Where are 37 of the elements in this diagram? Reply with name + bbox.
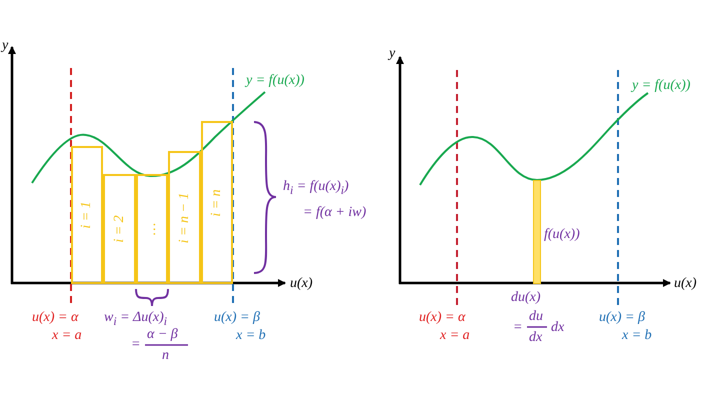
formula: = [513,320,522,336]
axis-label: u(x) [290,276,313,292]
formula: w$_{i}$ = Δu(x)$_{i}$ [104,310,168,330]
curve-label: y = f(u(x)) [246,73,304,89]
axis-label: u(x) [674,276,697,292]
rectangle-strip [71,146,103,284]
bound-label: x = b [236,328,266,344]
formula: = [131,337,140,353]
rectangle-strip [201,121,233,284]
axis-label: y [2,38,8,54]
bound-label: x = b [622,328,652,344]
area-bar [533,180,541,284]
formula: du(x) [511,290,541,306]
strip-label: i = 1 [79,201,95,229]
strip-label: i = n − 1 [176,192,192,243]
bound-label: u(x) = α [419,310,466,326]
strip-label: i = n [209,188,225,216]
formula: du [529,309,543,325]
formula: h$_{i}$ = f(u(x)$_{i}$) [283,179,349,199]
bound-label: u(x) = β [599,310,645,326]
bound-label: x = a [52,328,82,344]
formula: f(u(x)) [544,227,580,243]
formula: n [162,348,169,364]
formula: dx [529,330,542,346]
curve-label: y = f(u(x)) [632,78,690,94]
strip-label: … [144,222,160,236]
formula: dx [551,320,564,336]
rectangle-strip [103,174,136,284]
bound-label: x = a [440,328,470,344]
rectangle-strip [168,151,201,284]
formula: = f(α + iw) [303,205,366,221]
bound-label: u(x) = α [32,310,78,326]
rectangle-strip [136,174,168,284]
formula: α − β [147,327,178,343]
bound-label: u(x) = β [214,310,260,326]
strip-label: i = 2 [112,215,128,243]
axis-label: y [389,46,396,62]
